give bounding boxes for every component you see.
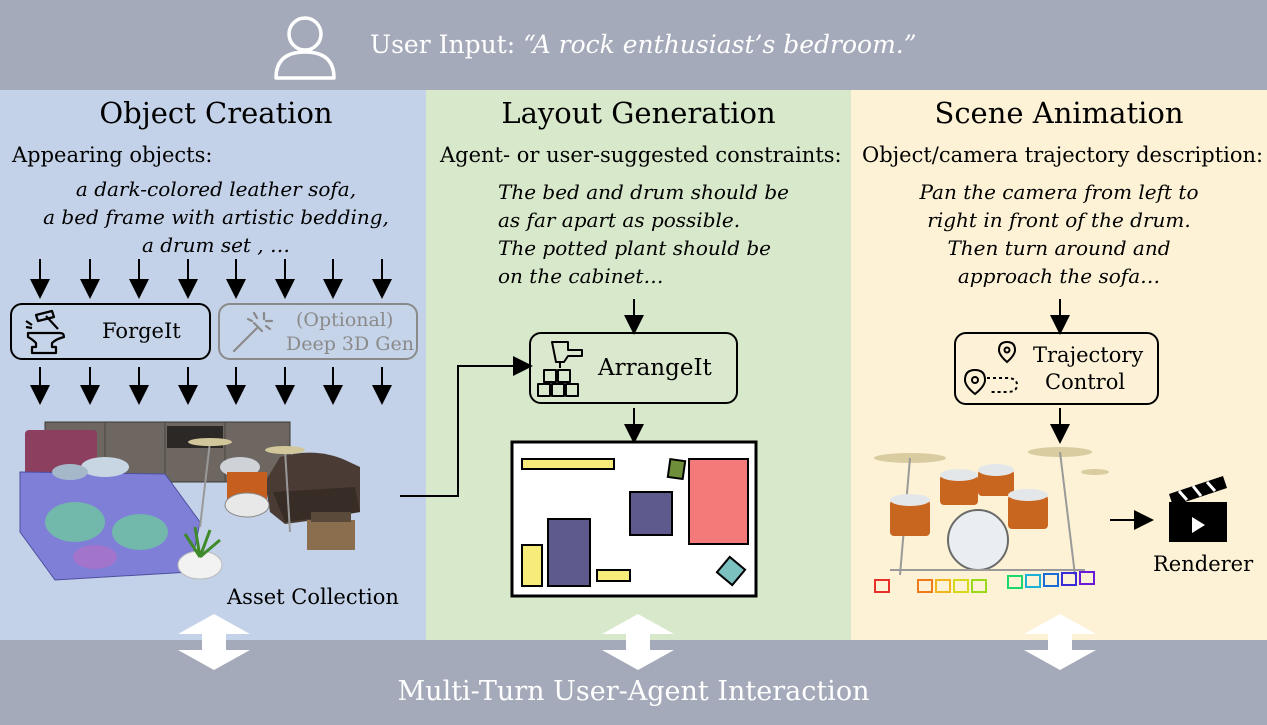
layout-map	[510, 440, 758, 598]
deep-3d-gen-box	[218, 303, 418, 360]
constraint-line-1: The bed and drum should be	[498, 180, 790, 204]
constraint-line-2: as far apart as possible.	[498, 208, 741, 232]
arrow-to-layout	[624, 408, 644, 444]
scene-animation-title: Scene Animation	[934, 96, 1184, 130]
user-input-text: User Input: “A rock enthusiast’s bedroom…	[370, 30, 917, 59]
double-arrow-icon	[602, 614, 674, 670]
arrow-to-arrangeit	[624, 299, 644, 335]
asset-collection-image	[19, 421, 360, 581]
layout-generation-title: Layout Generation	[501, 96, 776, 130]
scene-animation-subtitle: Object/camera trajectory description:	[862, 143, 1264, 167]
renderer-label: Renderer	[1153, 552, 1254, 576]
deep-3d-gen-label: Deep 3D Gen	[286, 333, 414, 355]
user-icon	[274, 16, 336, 80]
layout-drum	[629, 491, 673, 536]
object-creation-title: Object Creation	[99, 96, 333, 130]
optional-label: (Optional)	[296, 309, 394, 331]
scene-animation-panel	[851, 90, 1267, 640]
layout-bed	[688, 458, 749, 545]
layout-rug	[596, 569, 631, 582]
object-list-line-3: a drum set , …	[141, 233, 291, 257]
arrow-to-drum	[1050, 408, 1070, 444]
layout-side-table	[521, 544, 543, 587]
trajectory-line-2: right in front of the drum.	[927, 208, 1191, 232]
layout-potted-plant	[666, 457, 687, 481]
object-list-line-1: a dark-colored leather sofa,	[75, 177, 357, 201]
magic-wand-icon	[232, 311, 274, 353]
user-input-banner	[0, 0, 1267, 90]
trajectory-line-1: Pan the camera from left to	[919, 180, 1199, 204]
layout-cabinet	[521, 458, 615, 470]
down-arrows-top	[30, 259, 392, 299]
constraint-line-3: The potted plant should be	[498, 236, 771, 260]
object-creation-subtitle: Appearing objects:	[12, 143, 213, 167]
trajectory-label-2: Control	[1045, 370, 1126, 394]
connector-arrow	[400, 356, 533, 497]
layout-sofa	[547, 518, 591, 587]
interaction-label: Multi-Turn User-Agent Interaction	[397, 676, 870, 707]
object-list-line-2: a bed frame with artistic bedding,	[43, 205, 389, 229]
robot-hand-blocks-icon	[537, 341, 583, 397]
anvil-icon	[25, 309, 66, 355]
trajectory-line-4: approach the sofa…	[957, 264, 1161, 288]
constraint-line-4: on the cabinet…	[498, 264, 664, 288]
trajectory-label-1: Trajectory	[1033, 343, 1144, 367]
drum-render-image	[874, 447, 1109, 593]
location-path-icon	[963, 340, 1019, 396]
asset-collection-label: Asset Collection	[227, 585, 399, 609]
double-arrow-icon	[178, 614, 250, 670]
double-arrow-icon	[1024, 614, 1096, 670]
layout-gramophone	[715, 555, 747, 587]
trajectory-line-3: Then turn around and	[947, 236, 1171, 260]
arrow-to-trajectory	[1050, 299, 1070, 335]
layout-generation-subtitle: Agent- or user-suggested constraints:	[440, 143, 842, 167]
trajectory-control-box	[954, 332, 1159, 405]
clapperboard-icon	[1169, 476, 1227, 542]
arrangeit-label: ArrangeIt	[598, 355, 712, 381]
arrow-to-renderer	[1110, 510, 1154, 530]
down-arrows-bottom	[30, 367, 392, 405]
forgeit-label: ForgeIt	[102, 319, 181, 343]
